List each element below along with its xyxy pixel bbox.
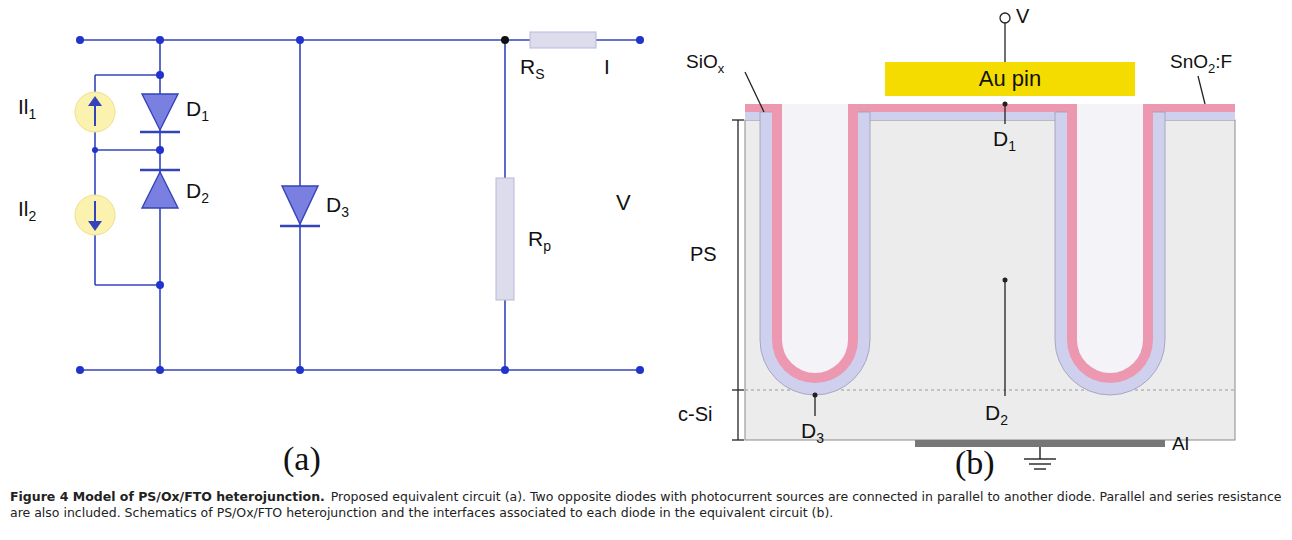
au-pin-contact: Au pin bbox=[885, 62, 1135, 96]
panel-letter: (b) bbox=[955, 446, 995, 480]
panel-letter: (a) bbox=[283, 442, 321, 476]
subscript: 2 bbox=[29, 209, 37, 223]
part-label: D bbox=[985, 402, 1000, 423]
part-label: PS bbox=[690, 244, 717, 264]
circuit-wires bbox=[80, 40, 640, 370]
resistor-symbol bbox=[496, 32, 596, 300]
junction-dot bbox=[76, 36, 644, 374]
subscript: 2 bbox=[1000, 413, 1008, 427]
subscript: p bbox=[543, 239, 551, 253]
diode-symbol bbox=[140, 94, 320, 226]
part-label: D bbox=[993, 128, 1008, 149]
subscript: x bbox=[718, 62, 725, 75]
subscript: 1 bbox=[1008, 139, 1016, 153]
subscript: 3 bbox=[816, 431, 824, 445]
subscript: 1 bbox=[201, 109, 209, 123]
part-label: R bbox=[520, 56, 535, 77]
subscript: :F bbox=[1215, 52, 1232, 71]
subscript: 1 bbox=[29, 107, 37, 121]
part-label: V bbox=[616, 192, 631, 214]
part-label: R bbox=[528, 228, 543, 249]
node-label: Au pin bbox=[979, 66, 1041, 92]
leader-dot bbox=[813, 102, 1008, 398]
part-label: c-Si bbox=[678, 404, 712, 424]
part-label: Il bbox=[18, 96, 29, 117]
device-cross-section bbox=[745, 104, 1235, 440]
part-label: D bbox=[186, 180, 201, 201]
caption-title: Figure 4 Model of PS/Ox/FTO heterojuncti… bbox=[10, 489, 325, 504]
part-label: Al bbox=[1172, 434, 1189, 453]
subscript: 3 bbox=[341, 205, 349, 219]
part-label: Il bbox=[18, 198, 29, 219]
part-label: D bbox=[326, 194, 341, 215]
part-label: D bbox=[186, 98, 201, 119]
leader-line bbox=[732, 13, 1205, 440]
subscript: 2 bbox=[1208, 62, 1215, 75]
subscript: 2 bbox=[201, 191, 209, 205]
ground-symbol bbox=[1024, 447, 1056, 469]
part-label: SiO bbox=[686, 52, 718, 71]
part-label: D bbox=[801, 420, 816, 441]
part-label: V bbox=[1016, 6, 1029, 26]
part-label: SnO bbox=[1170, 52, 1208, 71]
part-label: I bbox=[604, 56, 610, 77]
figure-caption: Figure 4 Model of PS/Ox/FTO heterojuncti… bbox=[10, 489, 1282, 521]
al-contact bbox=[915, 440, 1165, 447]
current-source bbox=[75, 92, 115, 235]
subscript: S bbox=[535, 67, 544, 81]
